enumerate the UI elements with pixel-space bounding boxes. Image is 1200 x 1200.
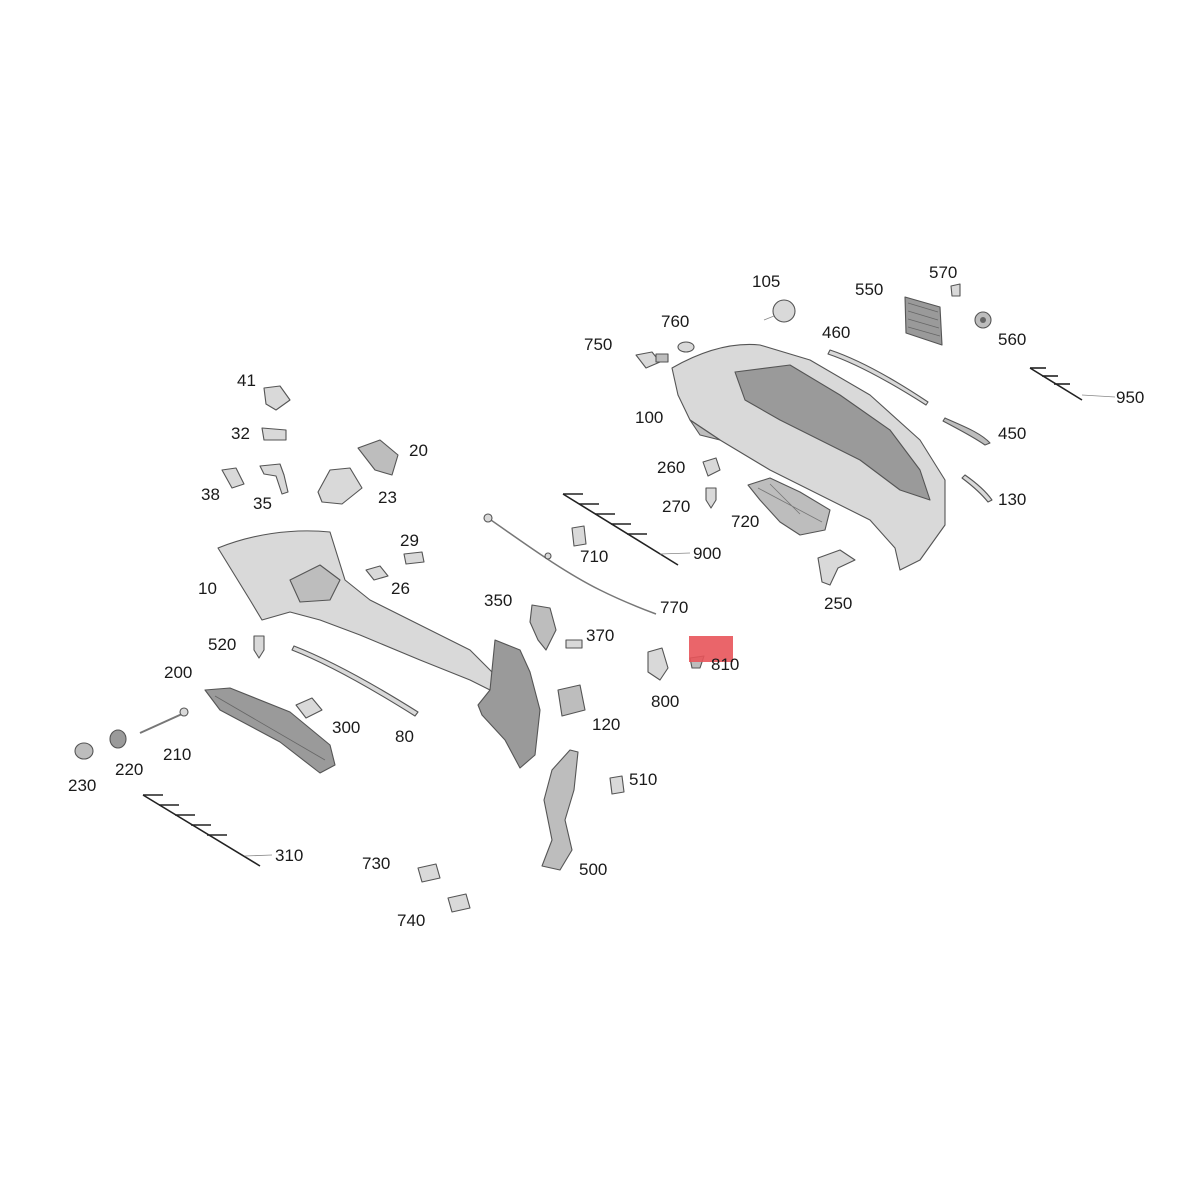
part-560-nut[interactable]: [974, 311, 992, 329]
part-550-grille[interactable]: [904, 296, 943, 346]
label-26[interactable]: 26: [391, 579, 410, 598]
part-570-clip[interactable]: [950, 283, 961, 297]
label-200[interactable]: 200: [164, 663, 192, 682]
label-100[interactable]: 100: [635, 408, 663, 427]
part-950-fastener-set[interactable]: [1029, 367, 1116, 401]
label-550[interactable]: 550: [855, 280, 883, 299]
part-900-fastener-set[interactable]: [562, 493, 691, 566]
part-740-connector[interactable]: [447, 893, 471, 913]
part-230-nut[interactable]: [74, 742, 94, 760]
part-210-bolt[interactable]: [139, 707, 189, 734]
part-26-clip[interactable]: [365, 565, 389, 581]
label-300[interactable]: 300: [332, 718, 360, 737]
part-100-bumper-cover[interactable]: [671, 343, 946, 571]
part-20-cover[interactable]: [357, 439, 399, 476]
label-29[interactable]: 29: [400, 531, 419, 550]
part-38-clip[interactable]: [221, 467, 245, 489]
part-520-bolt[interactable]: [253, 635, 265, 659]
label-900[interactable]: 900: [693, 544, 721, 563]
label-350[interactable]: 350: [484, 591, 512, 610]
label-750[interactable]: 750: [584, 335, 612, 354]
label-130[interactable]: 130: [998, 490, 1026, 509]
label-310[interactable]: 310: [275, 846, 303, 865]
label-370[interactable]: 370: [586, 626, 614, 645]
label-20[interactable]: 20: [409, 441, 428, 460]
label-560[interactable]: 560: [998, 330, 1026, 349]
part-220-washer[interactable]: [109, 729, 127, 749]
part-260-bracket[interactable]: [702, 457, 721, 477]
part-labels: 105 550 570 560 460 760 750 950 100 450 …: [68, 263, 1144, 930]
part-720-mounting-bracket[interactable]: [747, 477, 831, 536]
part-105-cap[interactable]: [763, 299, 796, 323]
label-510[interactable]: 510: [629, 770, 657, 789]
part-310-fastener-set[interactable]: [142, 794, 273, 867]
part-200-impact-absorber[interactable]: [204, 687, 336, 774]
part-760-ring[interactable]: [677, 341, 695, 353]
label-23[interactable]: 23: [378, 488, 397, 507]
part-32-bracket[interactable]: [261, 427, 287, 441]
part-500-side-bracket[interactable]: [541, 749, 579, 871]
label-105[interactable]: 105: [752, 272, 780, 291]
label-740[interactable]: 740: [397, 911, 425, 930]
label-38[interactable]: 38: [201, 485, 220, 504]
part-730-connector[interactable]: [417, 863, 441, 883]
label-720[interactable]: 720: [731, 512, 759, 531]
label-460[interactable]: 460: [822, 323, 850, 342]
part-29-screw[interactable]: [403, 551, 425, 565]
label-450[interactable]: 450: [998, 424, 1026, 443]
part-270-clip[interactable]: [705, 487, 717, 509]
label-800[interactable]: 800: [651, 692, 679, 711]
label-120[interactable]: 120: [592, 715, 620, 734]
label-730[interactable]: 730: [362, 854, 390, 873]
label-500[interactable]: 500: [579, 860, 607, 879]
part-80-trim-strip[interactable]: [291, 645, 419, 717]
part-770-cable-harness[interactable]: [483, 513, 657, 615]
part-710-connector[interactable]: [571, 525, 587, 547]
label-250[interactable]: 250: [824, 594, 852, 613]
label-570[interactable]: 570: [929, 263, 957, 282]
part-800-bracket[interactable]: [647, 647, 669, 681]
label-32[interactable]: 32: [231, 424, 250, 443]
label-260[interactable]: 260: [657, 458, 685, 477]
part-130-trim[interactable]: [961, 474, 993, 503]
label-760[interactable]: 760: [661, 312, 689, 331]
label-710[interactable]: 710: [580, 547, 608, 566]
part-300-bracket[interactable]: [295, 697, 323, 719]
part-250-bracket[interactable]: [817, 549, 856, 586]
label-810[interactable]: 810: [711, 655, 739, 674]
part-510-clip[interactable]: [609, 775, 625, 795]
label-770[interactable]: 770: [660, 598, 688, 617]
part-450-trim[interactable]: [942, 417, 991, 446]
part-35-bracket[interactable]: [259, 463, 289, 495]
label-950[interactable]: 950: [1116, 388, 1144, 407]
part-120-sensor-holder[interactable]: [557, 684, 586, 717]
part-350-bracket[interactable]: [529, 604, 557, 651]
part-370-clip[interactable]: [565, 639, 583, 649]
label-80[interactable]: 80: [395, 727, 414, 746]
part-460-trim-strip[interactable]: [827, 349, 929, 406]
label-35[interactable]: 35: [253, 494, 272, 513]
part-41-bracket[interactable]: [263, 385, 291, 411]
label-270[interactable]: 270: [662, 497, 690, 516]
label-230[interactable]: 230: [68, 776, 96, 795]
label-520[interactable]: 520: [208, 635, 236, 654]
label-220[interactable]: 220: [115, 760, 143, 779]
part-750-sensor[interactable]: [635, 351, 669, 369]
label-210[interactable]: 210: [163, 745, 191, 764]
part-10-bumper-cover[interactable]: [217, 530, 541, 769]
label-10[interactable]: 10: [198, 579, 217, 598]
part-23-cover[interactable]: [317, 467, 363, 505]
label-41[interactable]: 41: [237, 371, 256, 390]
highlight-810: [689, 636, 733, 662]
